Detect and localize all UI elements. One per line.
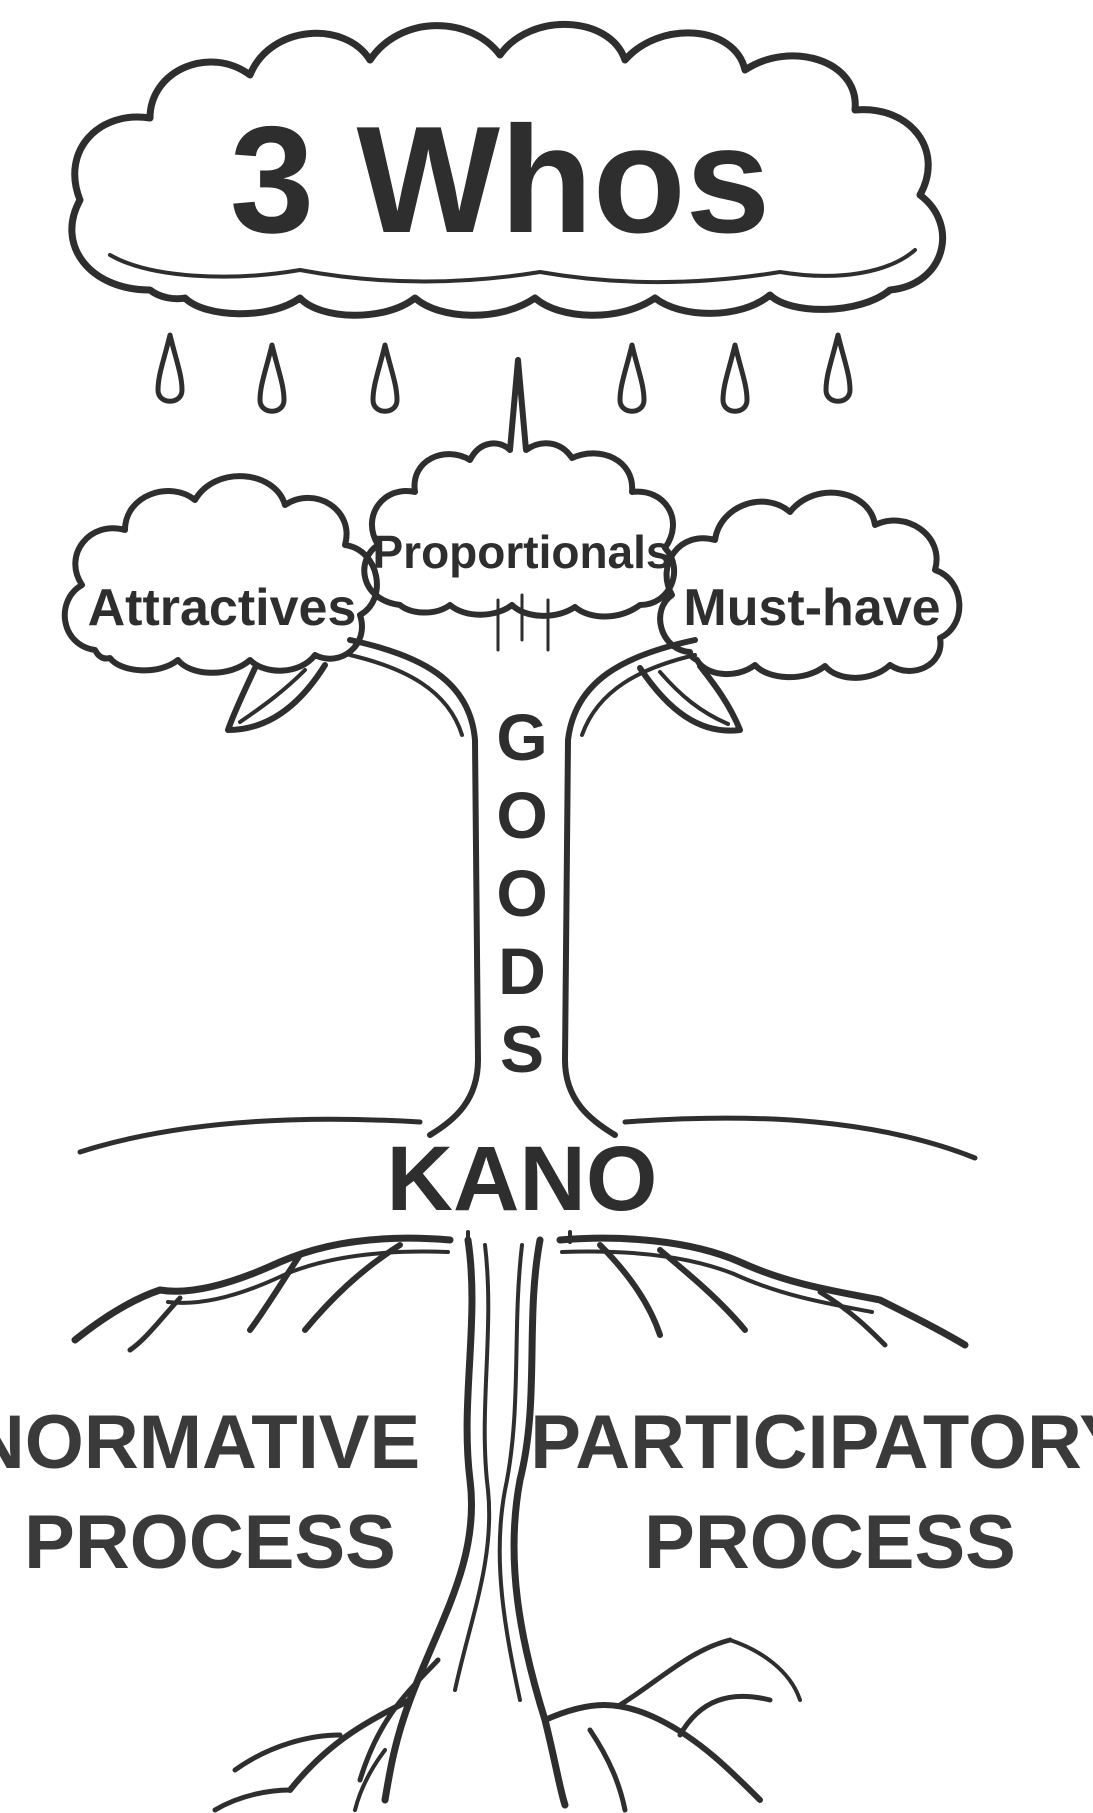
title-text: 3 Whos — [230, 95, 770, 265]
raindrop-icon — [155, 332, 185, 404]
canopy-right-label: Must-have — [683, 579, 940, 637]
tree-roots — [71, 1230, 969, 1813]
root-right-line2: PROCESS — [644, 1500, 1016, 1585]
canopy-cloud-right: Must-have — [637, 489, 963, 734]
trunk-letter: S — [500, 1012, 544, 1086]
top-cloud: 3 Whos — [68, 21, 947, 319]
canopy-cloud-center: Proportionals — [361, 357, 678, 620]
root-left-line1: NORMATIVE — [0, 1400, 420, 1485]
canopy-left-label: Attractives — [88, 579, 357, 637]
root-label-right: PARTICIPATORY PROCESS — [530, 1400, 1093, 1585]
raindrops — [155, 332, 853, 414]
raindrop-icon — [823, 332, 853, 404]
raindrop-icon — [720, 342, 750, 414]
ground-line: KANO — [77, 1115, 978, 1230]
canopy-center-label: Proportionals — [372, 526, 671, 578]
ground-label: KANO — [387, 1128, 658, 1230]
trunk-letter: O — [496, 778, 547, 852]
raindrop-icon — [257, 342, 287, 414]
root-right-line1: PARTICIPATORY — [530, 1400, 1093, 1485]
trunk-letter: O — [496, 856, 547, 930]
raindrop-icon — [617, 342, 647, 414]
raindrop-icon — [370, 342, 400, 414]
canopy-cloud-left: Attractives — [61, 473, 380, 733]
root-left-line2: PROCESS — [24, 1500, 396, 1585]
root-label-left: NORMATIVE PROCESS — [0, 1400, 420, 1585]
trunk-letter: G — [496, 700, 547, 774]
tree-trunk: G O O D S — [347, 593, 698, 1138]
trunk-letter: D — [498, 934, 546, 1008]
